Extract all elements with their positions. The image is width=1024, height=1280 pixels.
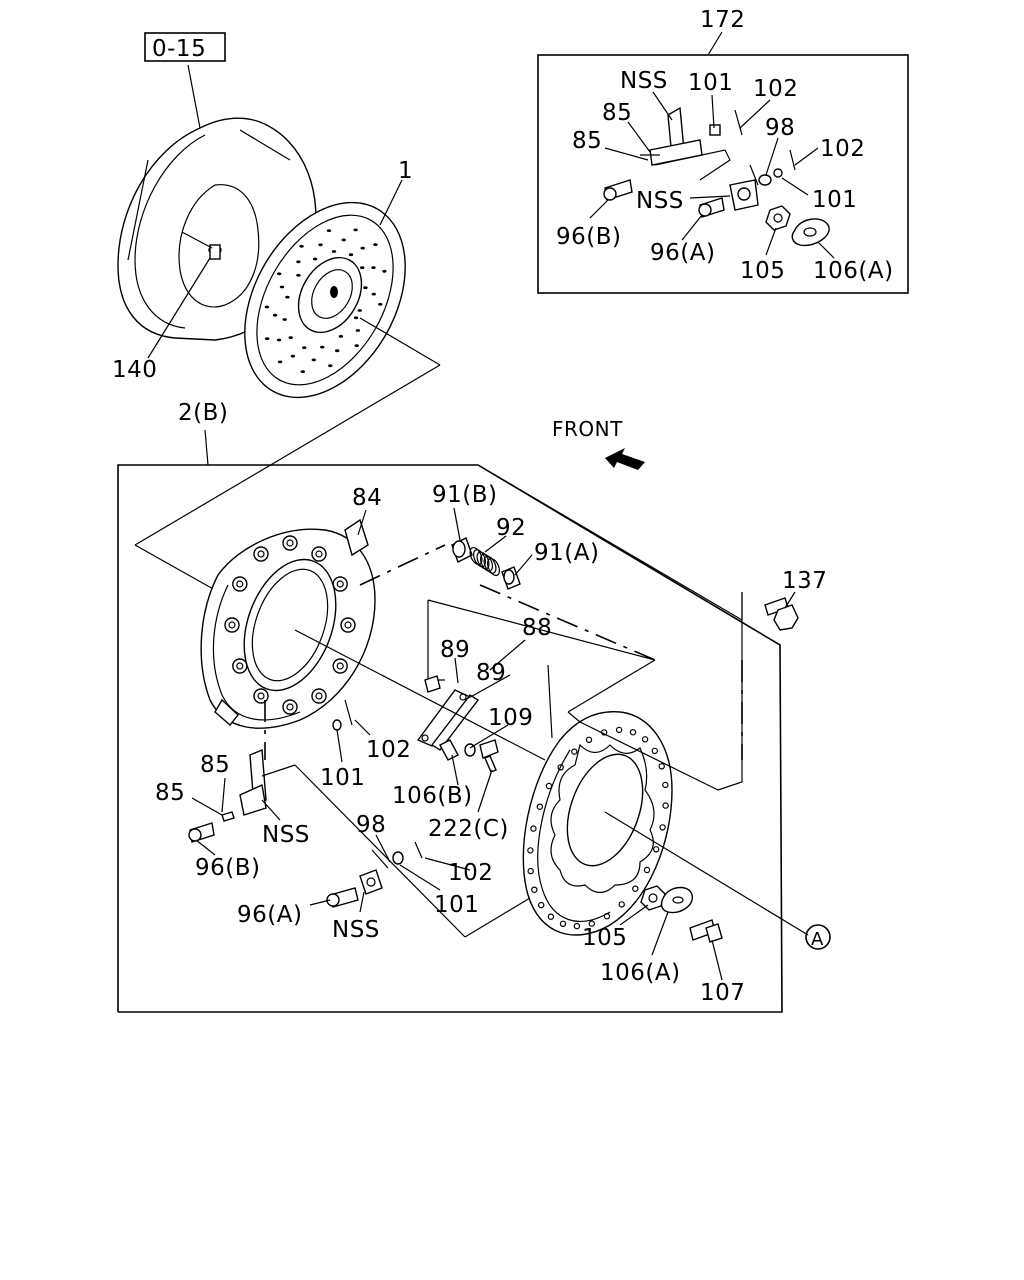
clutch-disc xyxy=(244,201,406,399)
pressure-plate xyxy=(522,711,673,936)
strap-plates xyxy=(416,599,656,751)
label-part-1: 1 xyxy=(398,158,413,184)
label-inset-106a: 106(A) xyxy=(813,258,894,284)
label-part-106a: 106(A) xyxy=(600,960,681,986)
label-inset-96a: 96(A) xyxy=(650,240,715,266)
label-inset-85-a: 85 xyxy=(602,100,632,126)
spring-set xyxy=(359,537,521,590)
label-circle-a: A xyxy=(811,929,824,950)
bolt-137 xyxy=(717,591,799,791)
lever-assembly xyxy=(188,699,531,938)
disc-rivets xyxy=(264,228,387,373)
label-front: FRONT xyxy=(552,417,623,441)
label-inset-nss-mid: NSS xyxy=(636,188,684,214)
label-part-88: 88 xyxy=(522,615,552,641)
label-part-140: 140 xyxy=(112,357,157,383)
label-inset-nss-top: NSS xyxy=(620,68,668,94)
clutch-cover xyxy=(200,518,376,729)
label-part-172: 172 xyxy=(700,7,745,33)
label-part-137: 137 xyxy=(782,568,827,594)
label-part-102-a: 102 xyxy=(366,737,411,763)
label-part-102-b: 102 xyxy=(448,860,493,886)
reference-box xyxy=(144,32,226,62)
label-inset-101-a: 101 xyxy=(688,70,733,96)
label-nss-b: NSS xyxy=(332,917,380,943)
label-part-222c: 222(C) xyxy=(428,816,509,842)
label-part-109: 109 xyxy=(488,705,533,731)
pressure-plate-box xyxy=(117,64,783,1013)
leader-lines xyxy=(147,179,723,981)
label-part-96b: 96(B) xyxy=(195,855,261,881)
label-part-105: 105 xyxy=(582,925,627,951)
label-inset-105: 105 xyxy=(740,258,785,284)
label-part-107: 107 xyxy=(700,980,745,1006)
part-labels: 0-15 1 140 172 2(B) FRONT NSS 101 102 85… xyxy=(112,7,894,1006)
reference-circle-a xyxy=(805,924,831,950)
label-part-91b: 91(B) xyxy=(432,482,498,508)
label-part-101-b: 101 xyxy=(434,892,479,918)
label-inset-96b: 96(B) xyxy=(556,224,622,250)
label-part-101-a: 101 xyxy=(320,765,365,791)
label-part-96a: 96(A) xyxy=(237,902,302,928)
label-part-84: 84 xyxy=(352,485,382,511)
label-part-98: 98 xyxy=(356,812,386,838)
label-part-2b: 2(B) xyxy=(178,400,228,426)
label-ref-box: 0-15 xyxy=(152,36,206,62)
label-part-106b: 106(B) xyxy=(392,783,473,809)
cover-bolt-holes xyxy=(224,535,356,715)
label-inset-85-b: 85 xyxy=(572,128,602,154)
label-inset-102-a: 102 xyxy=(753,76,798,102)
label-part-89-b: 89 xyxy=(476,660,506,686)
label-inset-102-b: 102 xyxy=(820,136,865,162)
front-arrow-icon xyxy=(605,448,645,470)
label-part-91a: 91(A) xyxy=(534,540,599,566)
label-inset-98: 98 xyxy=(765,115,795,141)
label-part-92: 92 xyxy=(496,515,526,541)
label-part-89-a: 89 xyxy=(440,637,470,663)
inset-box-172 xyxy=(537,31,909,294)
nut-plate-bolt xyxy=(640,885,723,943)
label-inset-101-b: 101 xyxy=(812,187,857,213)
label-nss-a: NSS xyxy=(262,822,310,848)
label-part-85-b: 85 xyxy=(155,780,185,806)
label-part-85-a: 85 xyxy=(200,752,230,778)
